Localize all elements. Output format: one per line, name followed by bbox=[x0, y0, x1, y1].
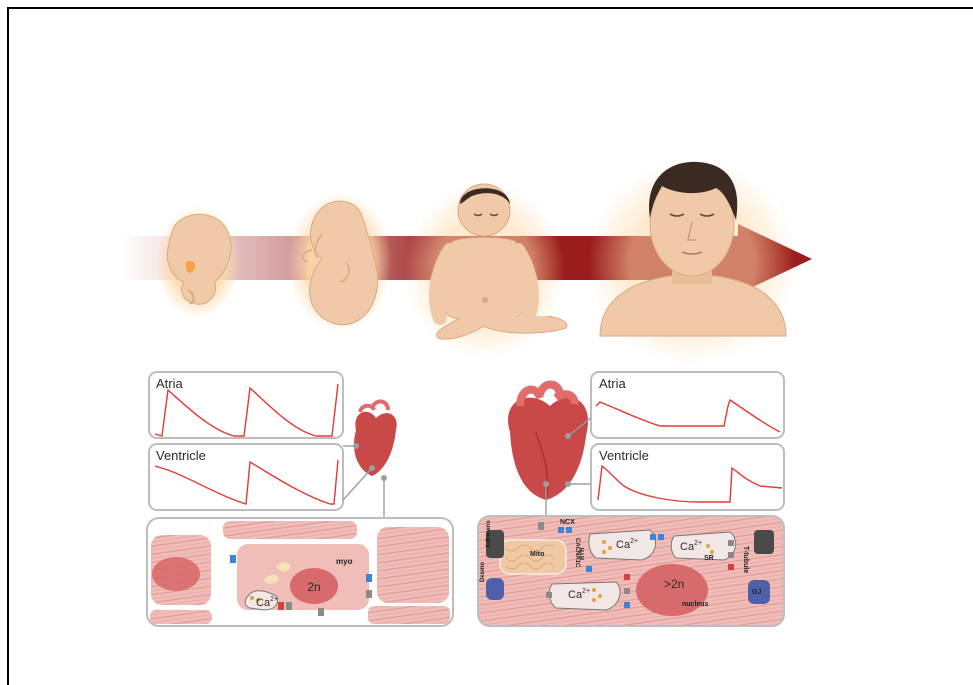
adult-nucleus-ploidy: >2n bbox=[664, 577, 684, 591]
desmo-label: Desmo bbox=[480, 562, 486, 582]
fetus-figure bbox=[288, 192, 392, 332]
adherens-label: Adherens bbox=[486, 520, 492, 548]
ryr-label: RYR bbox=[580, 547, 586, 560]
t-tubule-label: T-tubule bbox=[742, 546, 749, 573]
embryo-figure bbox=[156, 206, 240, 318]
adult-heart bbox=[508, 384, 588, 500]
fetal-connector-ventricle bbox=[343, 468, 372, 500]
adult-figure bbox=[588, 160, 796, 364]
mito-label: Mito bbox=[530, 551, 544, 558]
fetal-ventricle-trace-panel: Ventricle bbox=[149, 444, 343, 510]
fetal-ventricle-label: Ventricle bbox=[156, 448, 206, 463]
fetal-channel-icon bbox=[230, 555, 236, 563]
fetal-atria-trace-panel: Atria bbox=[149, 372, 343, 438]
gap-junction-icon-left bbox=[486, 578, 504, 600]
fetal-atria-label: Atria bbox=[156, 376, 184, 391]
adult-atria-trace-panel: Atria bbox=[591, 372, 784, 438]
adult-ventricle-label: Ventricle bbox=[599, 448, 649, 463]
fetal-heart bbox=[353, 401, 397, 481]
fetal-myo-label: myo bbox=[336, 557, 353, 566]
fetal-nucleus-ploidy: 2n bbox=[307, 580, 320, 594]
desmosome-icon bbox=[754, 530, 774, 554]
adult-ventricle-trace-panel: Ventricle bbox=[591, 444, 784, 510]
fetal-cell-panel: 2n myo Ca2+ bbox=[147, 518, 453, 626]
nucleus-label: nucleus bbox=[682, 601, 709, 608]
adult-atria-label: Atria bbox=[599, 376, 627, 391]
ncx-label: NCX bbox=[560, 519, 575, 526]
infant-figure bbox=[405, 182, 567, 358]
sr-label: SR bbox=[704, 555, 714, 562]
adult-cell-panel: Mito Ca2+ Ca2+ SR Ca2+ >2n nucleus NCX C… bbox=[478, 516, 784, 626]
gap-junction-label: GJ bbox=[752, 589, 761, 596]
ncx-channel-icon bbox=[558, 527, 564, 533]
